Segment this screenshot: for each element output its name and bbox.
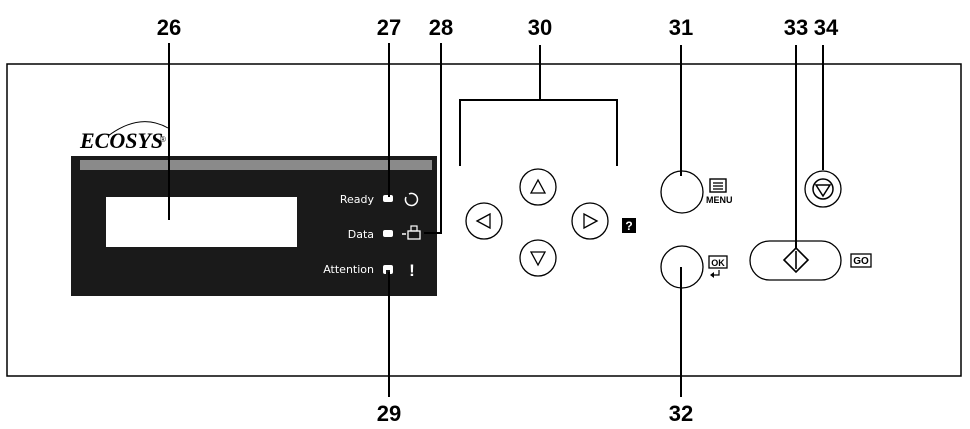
data-label: Data — [348, 228, 374, 241]
up-arrow-icon — [529, 178, 547, 194]
callout-31: 31 — [669, 15, 693, 40]
callout-29: 29 — [377, 401, 401, 426]
left-arrow-key[interactable] — [465, 202, 503, 240]
down-arrow-key[interactable] — [519, 239, 557, 277]
attention-icon: ! — [409, 261, 415, 280]
callout-32: 32 — [669, 401, 693, 426]
go-key-label: GO — [853, 256, 869, 267]
callout-34: 34 — [814, 15, 839, 40]
help-icon: ? — [622, 218, 636, 233]
ok-key-label: OK — [711, 258, 725, 268]
callout-28: 28 — [429, 15, 453, 40]
down-arrow-icon — [529, 251, 547, 267]
logo-text: ECOSYS — [79, 128, 163, 153]
attention-label: Attention — [323, 263, 374, 276]
menu-key[interactable] — [660, 170, 704, 214]
data-indicator-led — [383, 230, 393, 237]
callout-26: 26 — [157, 15, 181, 40]
callout-33: 33 — [784, 15, 808, 40]
cancel-key[interactable] — [804, 170, 842, 208]
up-arrow-key[interactable] — [519, 168, 557, 206]
callout-30: 30 — [528, 15, 552, 40]
svg-text:?: ? — [625, 219, 632, 233]
callout-27: 27 — [377, 15, 401, 40]
ready-icon — [404, 192, 419, 207]
menu-key-label: MENU — [706, 195, 733, 205]
ready-indicator-led — [383, 195, 393, 202]
display-stripe — [80, 160, 432, 170]
attention-indicator-led — [383, 265, 393, 274]
ecosys-logo: ECOSYS ® — [79, 121, 169, 153]
leader-28 — [424, 43, 442, 234]
arrow-keys-bracket — [459, 99, 618, 166]
menu-icon — [709, 178, 727, 193]
enter-icon — [710, 270, 720, 278]
left-arrow-icon — [475, 212, 491, 230]
start-diamond-icon — [782, 246, 810, 274]
ready-label: Ready — [340, 193, 375, 206]
data-printer-icon — [402, 225, 421, 240]
right-arrow-key[interactable] — [571, 202, 609, 240]
lcd-message-display — [106, 197, 297, 247]
stop-icon — [812, 178, 834, 200]
right-arrow-icon — [583, 212, 599, 230]
logo-registered-mark: ® — [160, 135, 166, 144]
